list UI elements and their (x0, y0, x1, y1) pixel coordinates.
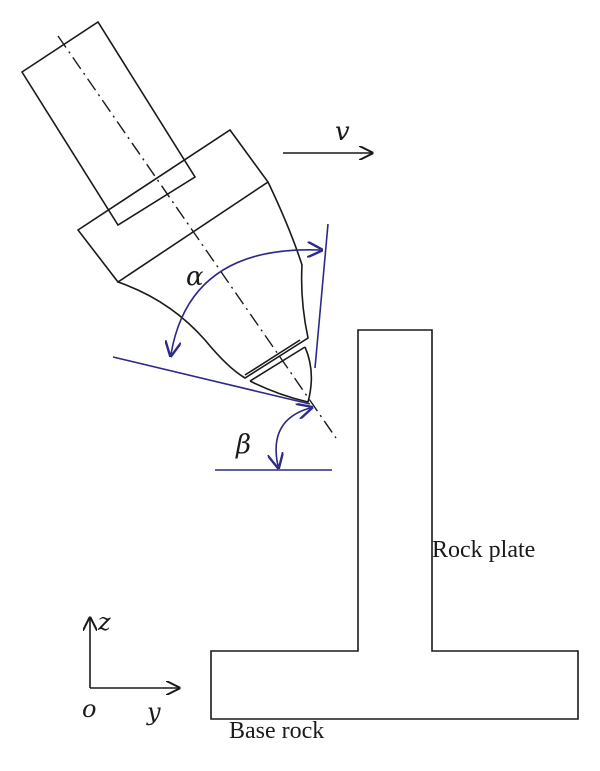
beta-angle-arc (276, 408, 310, 466)
velocity-label: v (335, 117, 350, 147)
alpha-angle-arc (171, 250, 320, 354)
rock-plate-label: Rock plate (432, 537, 535, 563)
origin-label: o (82, 695, 96, 723)
cutter-shank (20, 20, 197, 227)
rock-outline (210, 329, 579, 720)
cutter-body (117, 181, 309, 379)
tip-insert-lower (249, 346, 306, 382)
rake-reference-line (314, 223, 329, 369)
cutter-tip (249, 346, 313, 403)
base-rock-label: Base rock (229, 718, 324, 744)
alpha-label: α (186, 262, 204, 292)
y-axis-label: y (146, 698, 161, 726)
clearance-reference-line (112, 356, 311, 405)
beta-label: β (235, 430, 251, 460)
cutter-center-axis (57, 35, 337, 439)
z-axis-label: z (97, 608, 111, 636)
